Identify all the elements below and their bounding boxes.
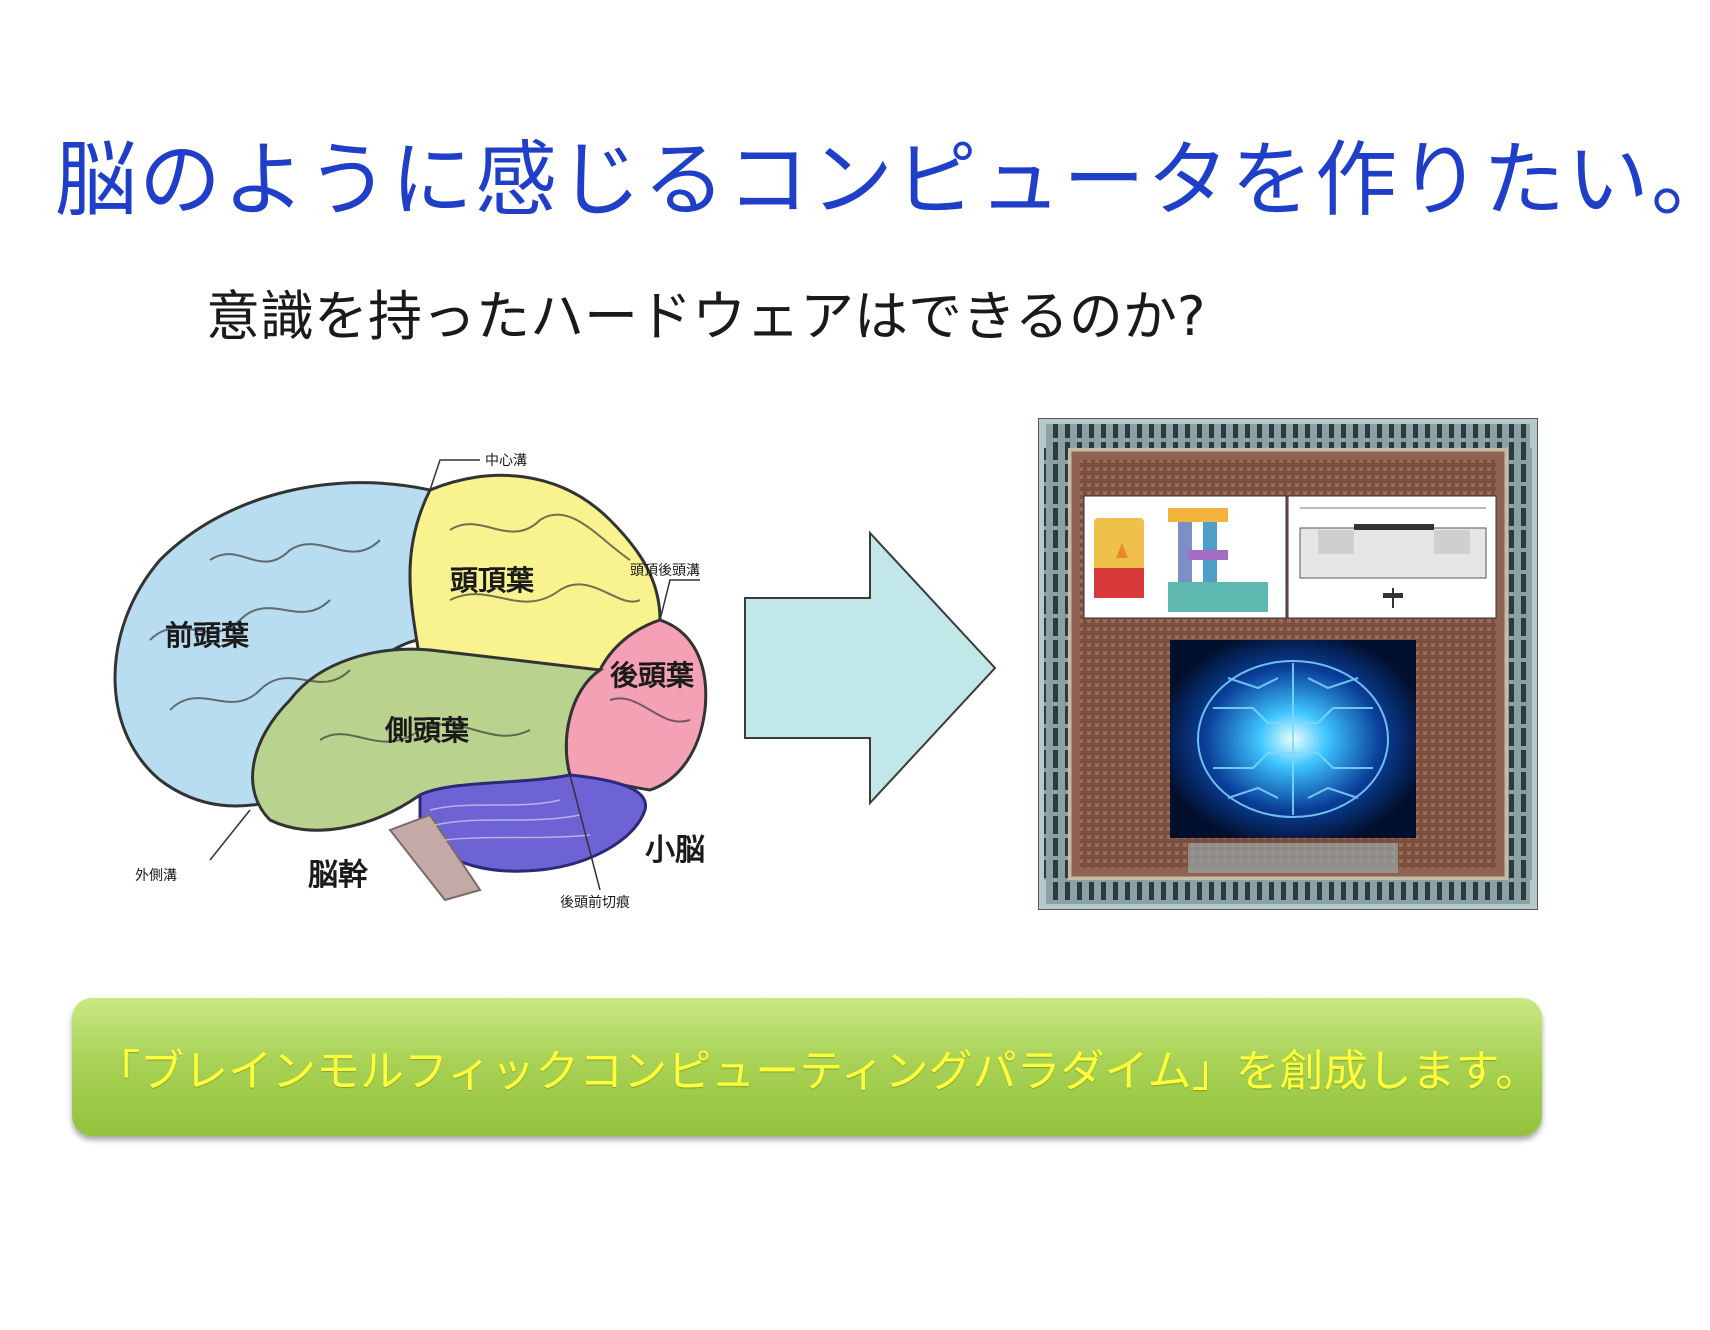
banner: 「ブレインモルフィックコンピューティングパラダイム」を創成します。 — [72, 998, 1542, 1136]
parieto-occipital-label: 頭頂後頭溝 — [630, 563, 700, 579]
occipital-label: 後頭葉 — [610, 659, 695, 692]
chip-svg — [1037, 417, 1539, 911]
cerebellum-label: 小脳 — [645, 833, 705, 868]
chip-icon — [1037, 417, 1539, 911]
slide-title: 脳のように感じるコンピュータを作りたい。 — [55, 133, 1710, 228]
slide-subtitle: 意識を持ったハードウェアはできるのか? — [206, 285, 1206, 348]
brain-illustration: 前頭葉 頭頂葉 後頭葉 側頭葉 小脳 脳幹 中心溝 頭頂後頭溝 外側溝 後頭前切… — [90, 440, 730, 911]
temporal-label: 側頭葉 — [384, 714, 470, 747]
parietal-label: 頭頂葉 — [450, 564, 535, 597]
brainstem-label: 脳幹 — [308, 858, 369, 893]
brain-svg: 前頭葉 頭頂葉 後頭葉 側頭葉 小脳 脳幹 中心溝 頭頂後頭溝 外側溝 後頭前切… — [113, 453, 708, 911]
lateral-sulcus-label: 外側溝 — [135, 868, 177, 884]
banner-text: 「ブレインモルフィックコンピューティングパラダイム」を創成します。 — [96, 1046, 1540, 1097]
frontal-label: 前頭葉 — [165, 619, 250, 652]
arrow-svg — [744, 530, 997, 806]
right-arrow-icon — [740, 528, 1000, 808]
central-sulcus-label: 中心溝 — [485, 453, 527, 469]
preoccipital-notch-label: 後頭前切痕 — [560, 894, 630, 910]
brainstem — [388, 813, 482, 902]
